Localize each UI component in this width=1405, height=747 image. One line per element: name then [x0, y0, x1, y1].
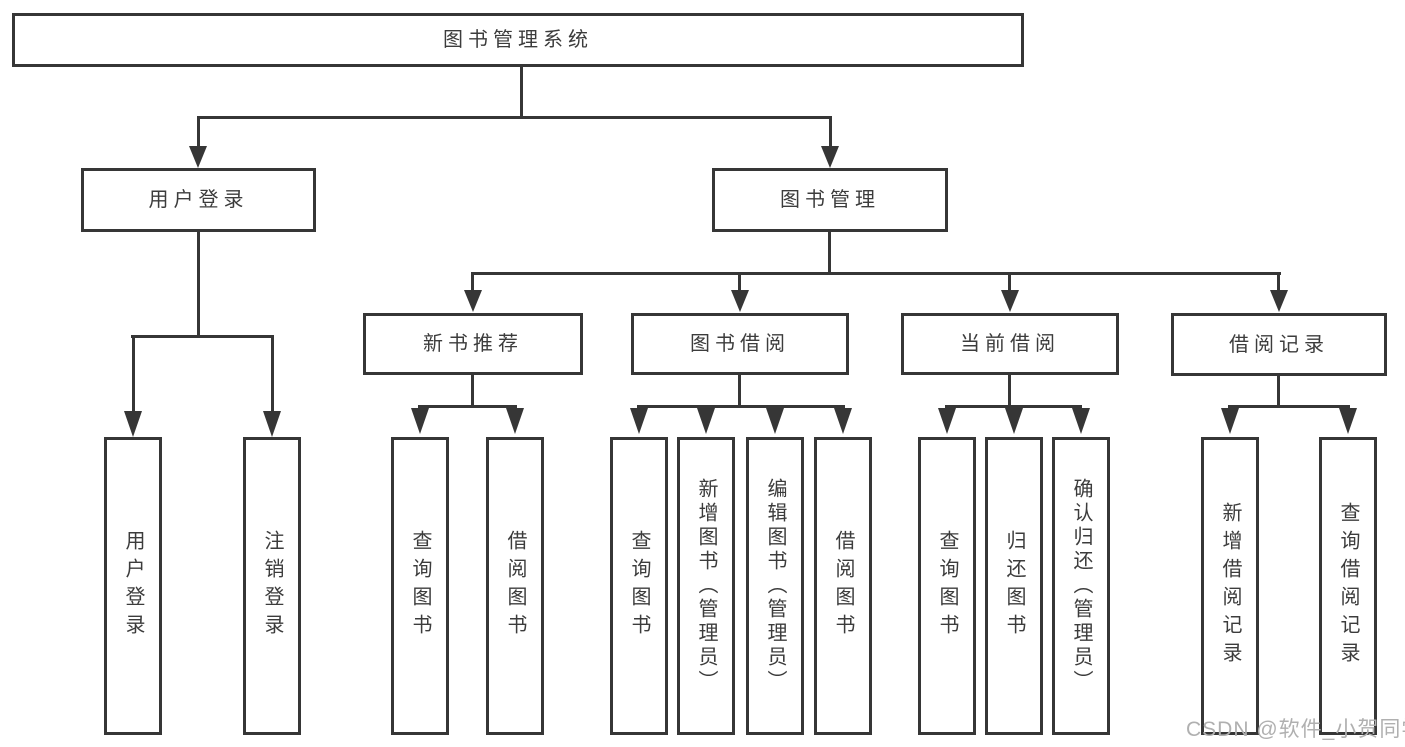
- arrowhead-leaf-return-books: [1005, 408, 1023, 434]
- leaf-logout-label: 注销登录: [261, 530, 283, 642]
- connector-borrow-record-stem: [1277, 275, 1280, 290]
- connector-leaf-logout-stem: [271, 338, 274, 411]
- connector-new-book-children-bar: [418, 405, 517, 408]
- connector-new-book-stem: [471, 275, 474, 290]
- arrowhead-leaf-query-books-2: [630, 408, 648, 434]
- arrowhead-user-login: [189, 146, 207, 168]
- connector-leaf-user-login-stem: [132, 338, 135, 411]
- node-new-book-recommendation-label: 新书推荐: [423, 333, 523, 355]
- leaf-borrow-books-2: 借阅图书: [814, 437, 872, 735]
- leaf-confirm-return-admin: 确认归还（管理员）: [1052, 437, 1110, 735]
- arrowhead-leaf-user-login: [124, 411, 142, 437]
- leaf-query-borrow-record-label: 查询借阅记录: [1337, 502, 1359, 670]
- leaf-query-books-2-label: 查询图书: [628, 530, 650, 642]
- watermark: CSDN @软件_小贺同学: [1186, 718, 1405, 741]
- arrowhead-current-borrow: [1001, 290, 1019, 312]
- arrowhead-leaf-logout: [263, 411, 281, 437]
- arrowhead-leaf-query-books-3: [938, 408, 956, 434]
- leaf-query-books-3: 查询图书: [918, 437, 976, 735]
- arrowhead-new-book: [464, 290, 482, 312]
- connector-level3-bar: [471, 272, 1281, 275]
- leaf-query-books-2: 查询图书: [610, 437, 668, 735]
- connector-current-borrow-stem: [1008, 275, 1011, 290]
- leaf-add-book-admin: 新增图书（管理员）: [677, 437, 735, 735]
- node-borrowing-records-label: 借阅记录: [1229, 333, 1329, 356]
- connector-book-mgmt-trunk: [828, 232, 831, 272]
- leaf-user-login: 用户登录: [104, 437, 162, 735]
- connector-user-login-trunk: [197, 232, 200, 336]
- leaf-return-books-label: 归还图书: [1003, 530, 1025, 642]
- leaf-borrow-books-2-label: 借阅图书: [832, 530, 854, 642]
- leaf-query-borrow-record: 查询借阅记录: [1319, 437, 1377, 735]
- leaf-edit-book-admin: 编辑图书（管理员）: [746, 437, 804, 735]
- leaf-confirm-return-admin-label: 确认归还（管理员）: [1070, 478, 1092, 694]
- arrowhead-leaf-borrow-books-1: [506, 408, 524, 434]
- node-user-login-label: 用户登录: [148, 189, 249, 211]
- leaf-return-books: 归还图书: [985, 437, 1043, 735]
- connector-current-borrow-children-bar: [945, 405, 1082, 408]
- connector-book-borrow-children-bar: [637, 405, 845, 408]
- arrowhead-leaf-confirm-return: [1072, 408, 1090, 434]
- leaf-borrow-books-1-label: 借阅图书: [504, 530, 526, 642]
- node-book-management-label: 图书管理: [780, 189, 880, 211]
- node-book-management: 图书管理: [712, 168, 948, 232]
- connector-current-borrow-trunk: [1008, 375, 1011, 405]
- leaf-query-books-1-label: 查询图书: [409, 530, 431, 642]
- arrowhead-leaf-borrow-books-2: [834, 408, 852, 434]
- leaf-add-book-admin-label: 新增图书（管理员）: [695, 478, 717, 694]
- arrowhead-leaf-query-books-1: [411, 408, 429, 434]
- node-library-management-system-label: 图书管理系统: [443, 29, 593, 51]
- arrowhead-leaf-query-record: [1339, 408, 1357, 434]
- node-current-borrowing: 当前借阅: [901, 313, 1119, 375]
- arrowhead-borrow-record: [1270, 290, 1288, 312]
- connector-new-book-trunk: [471, 375, 474, 405]
- connector-book-borrow-trunk: [738, 375, 741, 405]
- leaf-add-borrow-record: 新增借阅记录: [1201, 437, 1259, 735]
- leaf-logout: 注销登录: [243, 437, 301, 735]
- leaf-edit-book-admin-label: 编辑图书（管理员）: [764, 478, 786, 694]
- connector-borrow-record-children-bar: [1228, 405, 1350, 408]
- node-new-book-recommendation: 新书推荐: [363, 313, 583, 375]
- node-borrowing-records: 借阅记录: [1171, 313, 1387, 376]
- node-user-login: 用户登录: [81, 168, 316, 232]
- arrowhead-leaf-add-record: [1221, 408, 1239, 434]
- arrowhead-book-mgmt: [821, 146, 839, 168]
- leaf-add-borrow-record-label: 新增借阅记录: [1219, 502, 1241, 670]
- connector-user-login-children-bar: [131, 335, 274, 338]
- node-book-borrowing-label: 图书借阅: [690, 333, 790, 355]
- connector-borrow-record-trunk: [1277, 376, 1280, 405]
- node-current-borrowing-label: 当前借阅: [960, 333, 1060, 355]
- arrowhead-book-borrow: [731, 290, 749, 312]
- leaf-query-books-3-label: 查询图书: [936, 530, 958, 642]
- node-library-management-system: 图书管理系统: [12, 13, 1024, 67]
- connector-user-login-stem: [197, 119, 200, 146]
- node-book-borrowing: 图书借阅: [631, 313, 849, 375]
- connector-book-borrow-stem: [738, 275, 741, 290]
- arrowhead-leaf-add-book: [697, 408, 715, 434]
- leaf-borrow-books-1: 借阅图书: [486, 437, 544, 735]
- leaf-user-login-label: 用户登录: [122, 530, 144, 642]
- leaf-query-books-1: 查询图书: [391, 437, 449, 735]
- connector-level2-bar: [197, 116, 832, 119]
- connector-root-trunk: [520, 67, 523, 116]
- arrowhead-leaf-edit-book: [766, 408, 784, 434]
- connector-book-mgmt-stem: [829, 119, 832, 146]
